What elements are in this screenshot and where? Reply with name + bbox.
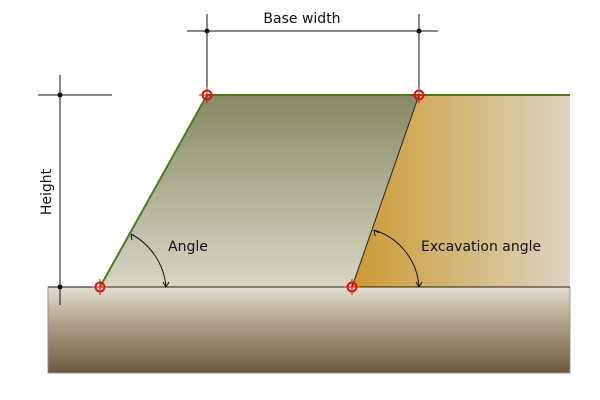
handle-bottom-left[interactable] [92,279,108,295]
excavation-region [352,95,570,287]
base-width-label: Base width [263,11,340,27]
ground-layer [47,286,571,374]
angle-label: Angle [168,239,208,255]
angle-arc-icon [130,233,170,288]
handle-top-right[interactable] [411,87,427,103]
base-width-dimension [187,14,438,95]
handle-bottom-right[interactable] [344,279,360,295]
excavation-slope-line [351,94,420,288]
excavation-angle-label: Excavation angle [421,239,541,255]
embankment-body [100,95,419,287]
height-dimension [38,75,112,305]
excavation-angle-arc-icon [373,229,423,288]
handle-top-left[interactable] [199,87,215,103]
height-label: Height [39,168,55,215]
